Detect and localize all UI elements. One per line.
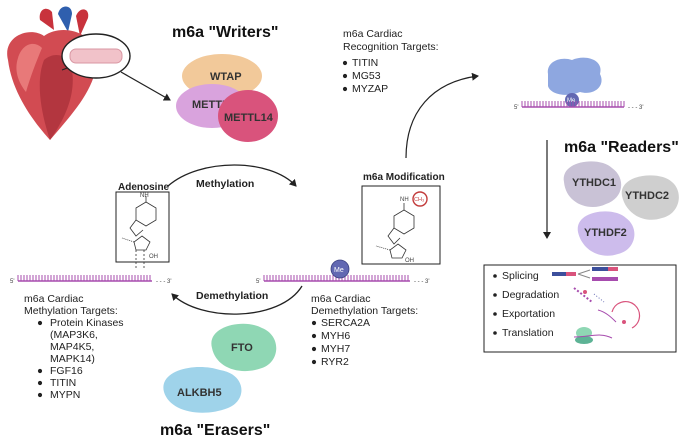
writer-wtap-label: WTAP xyxy=(210,71,242,83)
eraser-fto-label: FTO xyxy=(231,342,253,354)
adenosine-label: Adenosine xyxy=(118,182,170,193)
reader-ythdf2-blob: YTHDF2 xyxy=(577,211,635,256)
function-degradation: Degradation xyxy=(502,289,559,301)
middle-rna-5prime: 5' xyxy=(256,279,260,285)
writer-mettl14-blob: METTL14 xyxy=(218,90,278,142)
methylation-item-sub: MAPK14) xyxy=(50,353,95,365)
methylation-item: Protein Kinases xyxy=(50,317,124,329)
ch3-label: CH₃ xyxy=(414,197,424,203)
writers-title: m6a "Writers" xyxy=(172,24,278,41)
eraser-fto-blob: FTO xyxy=(211,323,277,372)
m6a-oh: OH xyxy=(405,258,414,264)
recognition-item: MG53 xyxy=(352,70,381,82)
reader-me-badge: Me xyxy=(567,98,576,104)
function-exportation: Exportation xyxy=(502,308,555,320)
demethylation-item: MYH7 xyxy=(321,343,350,355)
reader-ythdc1-label: YTHDC1 xyxy=(572,177,616,189)
left-rna-strand xyxy=(17,275,152,282)
methylation-title-line-1: m6a Cardiac xyxy=(24,293,84,305)
methylation-item: FGF16 xyxy=(50,365,83,377)
recognition-title-line-1: m6a Cardiac xyxy=(343,28,403,40)
demethylation-targets-block: m6a Cardiac Demethylation Targets: SERCA… xyxy=(311,293,418,368)
recognition-targets-block: m6a Cardiac Recognition Targets: TITIN M… xyxy=(342,28,439,95)
reader-rna-strand xyxy=(521,101,625,108)
methylation-item: MYPN xyxy=(50,389,80,401)
adenosine-nh2: NH xyxy=(140,193,149,199)
recognition-title-line-2: Recognition Targets: xyxy=(343,41,439,53)
m6a-modification-label: m6a Modification xyxy=(363,172,445,183)
adenosine-structure: NH OH xyxy=(115,191,170,268)
me-methyl-badge xyxy=(330,259,350,279)
me-badge-text: Me xyxy=(334,267,344,274)
erasers-title: m6a "Erasers" xyxy=(160,422,270,439)
recognition-item: MYZAP xyxy=(352,83,388,95)
cardiomyocyte-icon xyxy=(69,48,123,64)
methylation-item-sub: MAP4K5, xyxy=(50,341,94,353)
eraser-alkbh5-label: ALKBH5 xyxy=(177,387,222,399)
middle-rna-3prime: - - - 3' xyxy=(414,279,429,285)
left-rna-5prime: 5' xyxy=(10,279,14,285)
demethylation-item: MYH6 xyxy=(321,330,350,342)
splicing-icon xyxy=(552,267,618,281)
arrow-heart-to-writers xyxy=(120,71,171,101)
methylation-title-line-2: Methylation Targets: xyxy=(24,305,118,317)
middle-rna-strand xyxy=(263,275,410,282)
demethylation-item: SERCA2A xyxy=(321,317,370,329)
recognition-item: TITIN xyxy=(352,57,378,69)
demethylation-label: Demethylation xyxy=(196,290,268,302)
readers-title: m6a "Readers" xyxy=(564,139,679,156)
reader-functions-panel: Splicing Degradation Exportation Transla… xyxy=(483,264,677,353)
reader-binding-blob: Me xyxy=(547,57,602,107)
function-splicing: Splicing xyxy=(502,270,539,282)
methylation-item-sub: (MAP3K6, xyxy=(50,329,98,341)
adenosine-oh: OH xyxy=(149,254,158,260)
methylation-item: TITIN xyxy=(50,377,76,389)
reader-ythdc2-blob: YTHDC2 xyxy=(621,175,679,220)
reader-ythdc1-blob: YTHDC1 xyxy=(563,161,622,208)
demethylation-item: RYR2 xyxy=(321,356,349,368)
degradation-icon xyxy=(573,287,605,303)
translation-icon xyxy=(573,327,613,344)
reader-rna-5prime: 5' xyxy=(514,105,518,111)
arrow-to-readers-rna xyxy=(405,72,479,159)
demethylation-title-line-1: m6a Cardiac xyxy=(311,293,371,305)
eraser-alkbh5-blob: ALKBH5 xyxy=(163,366,242,413)
writer-mettl14-label: METTL14 xyxy=(224,112,274,124)
left-rna-3prime: - - - 3' xyxy=(156,279,171,285)
arrow-demethylation xyxy=(171,285,303,315)
m6a-structure: CH₃ NH OH xyxy=(361,185,441,265)
methylation-targets-block: m6a Cardiac Methylation Targets: Protein… xyxy=(24,293,124,401)
reader-ythdc2-label: YTHDC2 xyxy=(625,190,669,202)
exportation-icon xyxy=(597,300,641,329)
m6a-nh: NH xyxy=(400,197,409,203)
demethylation-title-line-2: Demethylation Targets: xyxy=(311,305,418,317)
reader-ythdf2-label: YTHDF2 xyxy=(584,227,627,239)
reader-rna-3prime: - - - 3' xyxy=(628,105,643,111)
function-translation: Translation xyxy=(502,327,554,339)
methylation-label: Methylation xyxy=(196,178,254,190)
arrow-methylation xyxy=(167,164,297,187)
